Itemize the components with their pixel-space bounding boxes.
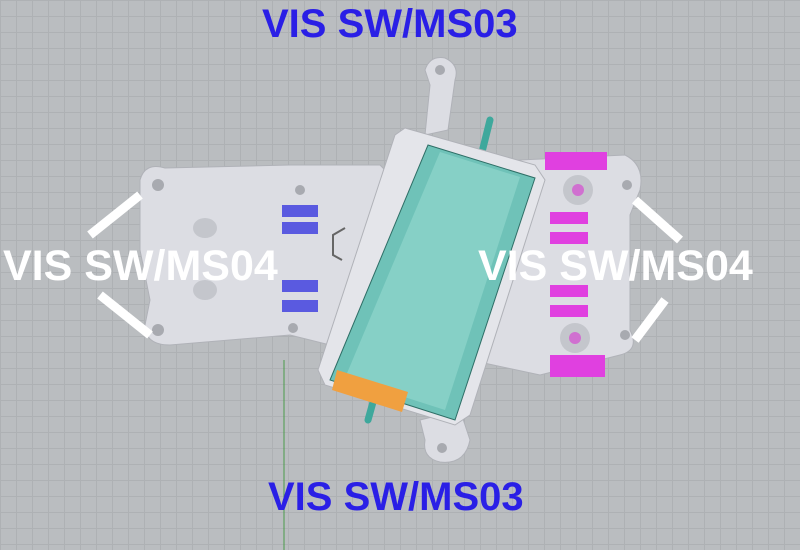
annotation-bottom-ms03: VIS SW/MS03 [268,475,524,519]
annotation-top-ms03: VIS SW/MS03 [262,2,518,46]
left-plate [139,164,396,346]
annotation-left-ms04: VIS SW/MS04 [3,242,278,290]
leader-lines [87,191,683,343]
annotation-right-ms04: VIS SW/MS04 [478,242,753,290]
top-bracket-arm [424,57,457,136]
motor-housing [317,116,546,426]
